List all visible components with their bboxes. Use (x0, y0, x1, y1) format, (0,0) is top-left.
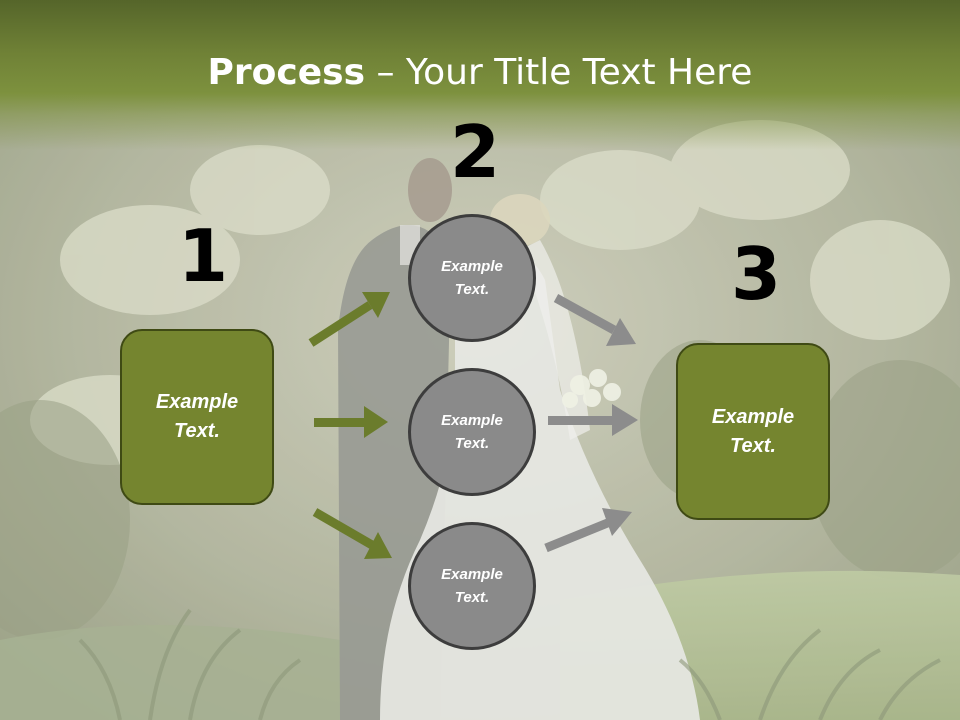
step-box-3[interactable]: Example Text. (676, 343, 830, 520)
arrow-right-gray (548, 404, 638, 436)
step-number-1: 1 (178, 214, 229, 298)
title-bold: Process (207, 52, 366, 93)
arrow-right-green (314, 406, 388, 438)
step-circle-middle[interactable]: Example Text. (408, 368, 536, 496)
step-circle-bottom-label: Example Text. (441, 566, 503, 606)
step-circle-top[interactable]: Example Text. (408, 214, 536, 342)
step-number-3: 3 (731, 232, 782, 316)
title-bar (0, 0, 960, 150)
step-number-2: 2 (450, 110, 501, 194)
arrow-down-right-green (312, 508, 392, 559)
step-box-1-label: Example Text. (155, 391, 239, 442)
step-circle-top-label: Example Text. (441, 258, 503, 298)
step-circle-middle-label: Example Text. (441, 412, 503, 452)
slide-title: Process – Your Title Text Here (0, 52, 960, 93)
arrow-down-right-gray (553, 294, 636, 346)
step-box-1[interactable]: Example Text. (120, 329, 274, 505)
step-circle-bottom[interactable]: Example Text. (408, 522, 536, 650)
title-rest: – Your Title Text Here (365, 52, 753, 93)
arrow-up-right-gray (544, 508, 632, 553)
step-box-3-label: Example Text. (711, 405, 795, 457)
arrow-up-right-green (308, 292, 390, 347)
